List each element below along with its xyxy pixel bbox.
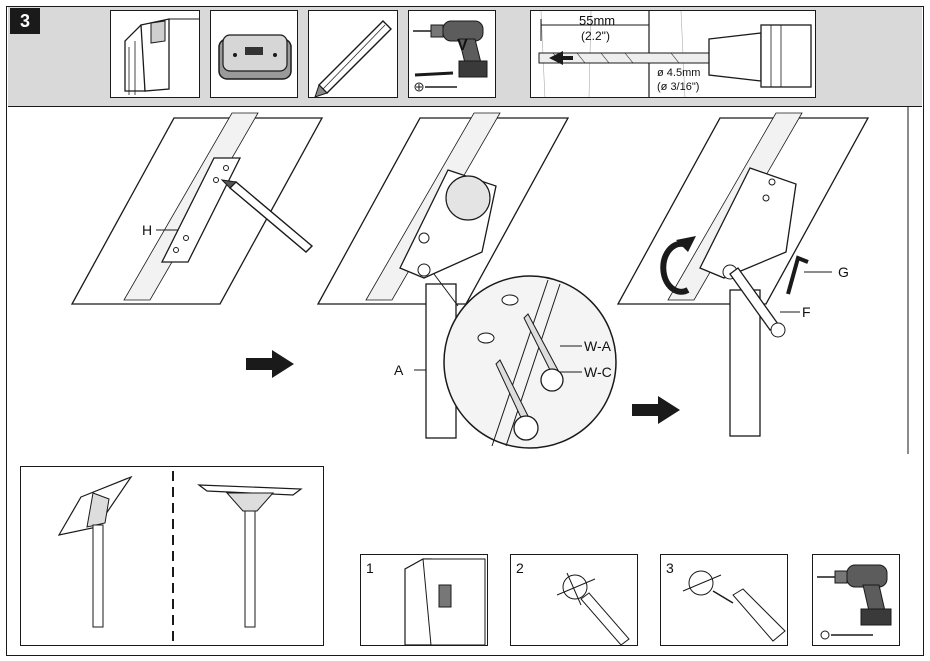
panel-mark-holes [70, 112, 324, 305]
panel-mount-bracket [316, 112, 617, 449]
callout-f: F [802, 304, 811, 320]
substep-2-number: 2 [516, 560, 524, 576]
tool-panel-drill: V [408, 10, 496, 98]
arrow-right-icon [246, 350, 294, 378]
substep-drill-panel [812, 554, 900, 646]
wood-screw-icon [523, 313, 564, 392]
drill-mode-symbol: V [457, 37, 468, 54]
cordless-drill-icon [413, 20, 488, 92]
callout-wa: W-A [584, 338, 611, 354]
pencil-icon [556, 572, 630, 645]
step-number: 3 [10, 8, 40, 34]
drill-bit-depth-icon [531, 11, 812, 97]
orientation-options-box [20, 466, 324, 646]
substep-1-number: 1 [366, 560, 374, 576]
cordless-drill-icon [817, 564, 892, 640]
rotation-arrow-icon [660, 240, 690, 295]
wood-screw-icon [495, 359, 539, 441]
wall-stud-icon [124, 18, 199, 95]
cordless-drill-icon [682, 570, 786, 642]
wrench-icon [729, 267, 786, 338]
depth-metric: 55mm [579, 13, 616, 28]
hex-key-icon [786, 255, 809, 295]
substep-2-panel [510, 554, 638, 646]
tool-panel-wall-stud [110, 10, 200, 98]
callout-g: G [838, 264, 849, 280]
stud-finder-icon [218, 34, 292, 80]
depth-imperial: (2.2") [581, 29, 610, 43]
substep-3-panel [660, 554, 788, 646]
callout-wc: W-C [584, 364, 612, 380]
wall-stud-icon [404, 558, 486, 645]
substep-3-number: 3 [666, 560, 674, 576]
callout-h: H [142, 222, 153, 238]
tool-panel-pencil [308, 10, 398, 98]
tool-panel-drill-depth: 55mm (2.2") ø 4.5mm (ø 3/16") [530, 10, 816, 98]
arrow-right-icon [632, 396, 680, 424]
pencil-icon [220, 179, 314, 253]
panel-tighten-bolt [616, 112, 870, 437]
diameter-imperial: (ø 3/16") [657, 81, 700, 93]
substep-1-panel [360, 554, 488, 646]
pencil-icon [314, 20, 392, 97]
diameter-metric: ø 4.5mm [657, 67, 701, 79]
callout-a: A [394, 362, 404, 378]
tool-panel-stud-finder [210, 10, 298, 98]
orientation-options-drawing [57, 471, 303, 643]
